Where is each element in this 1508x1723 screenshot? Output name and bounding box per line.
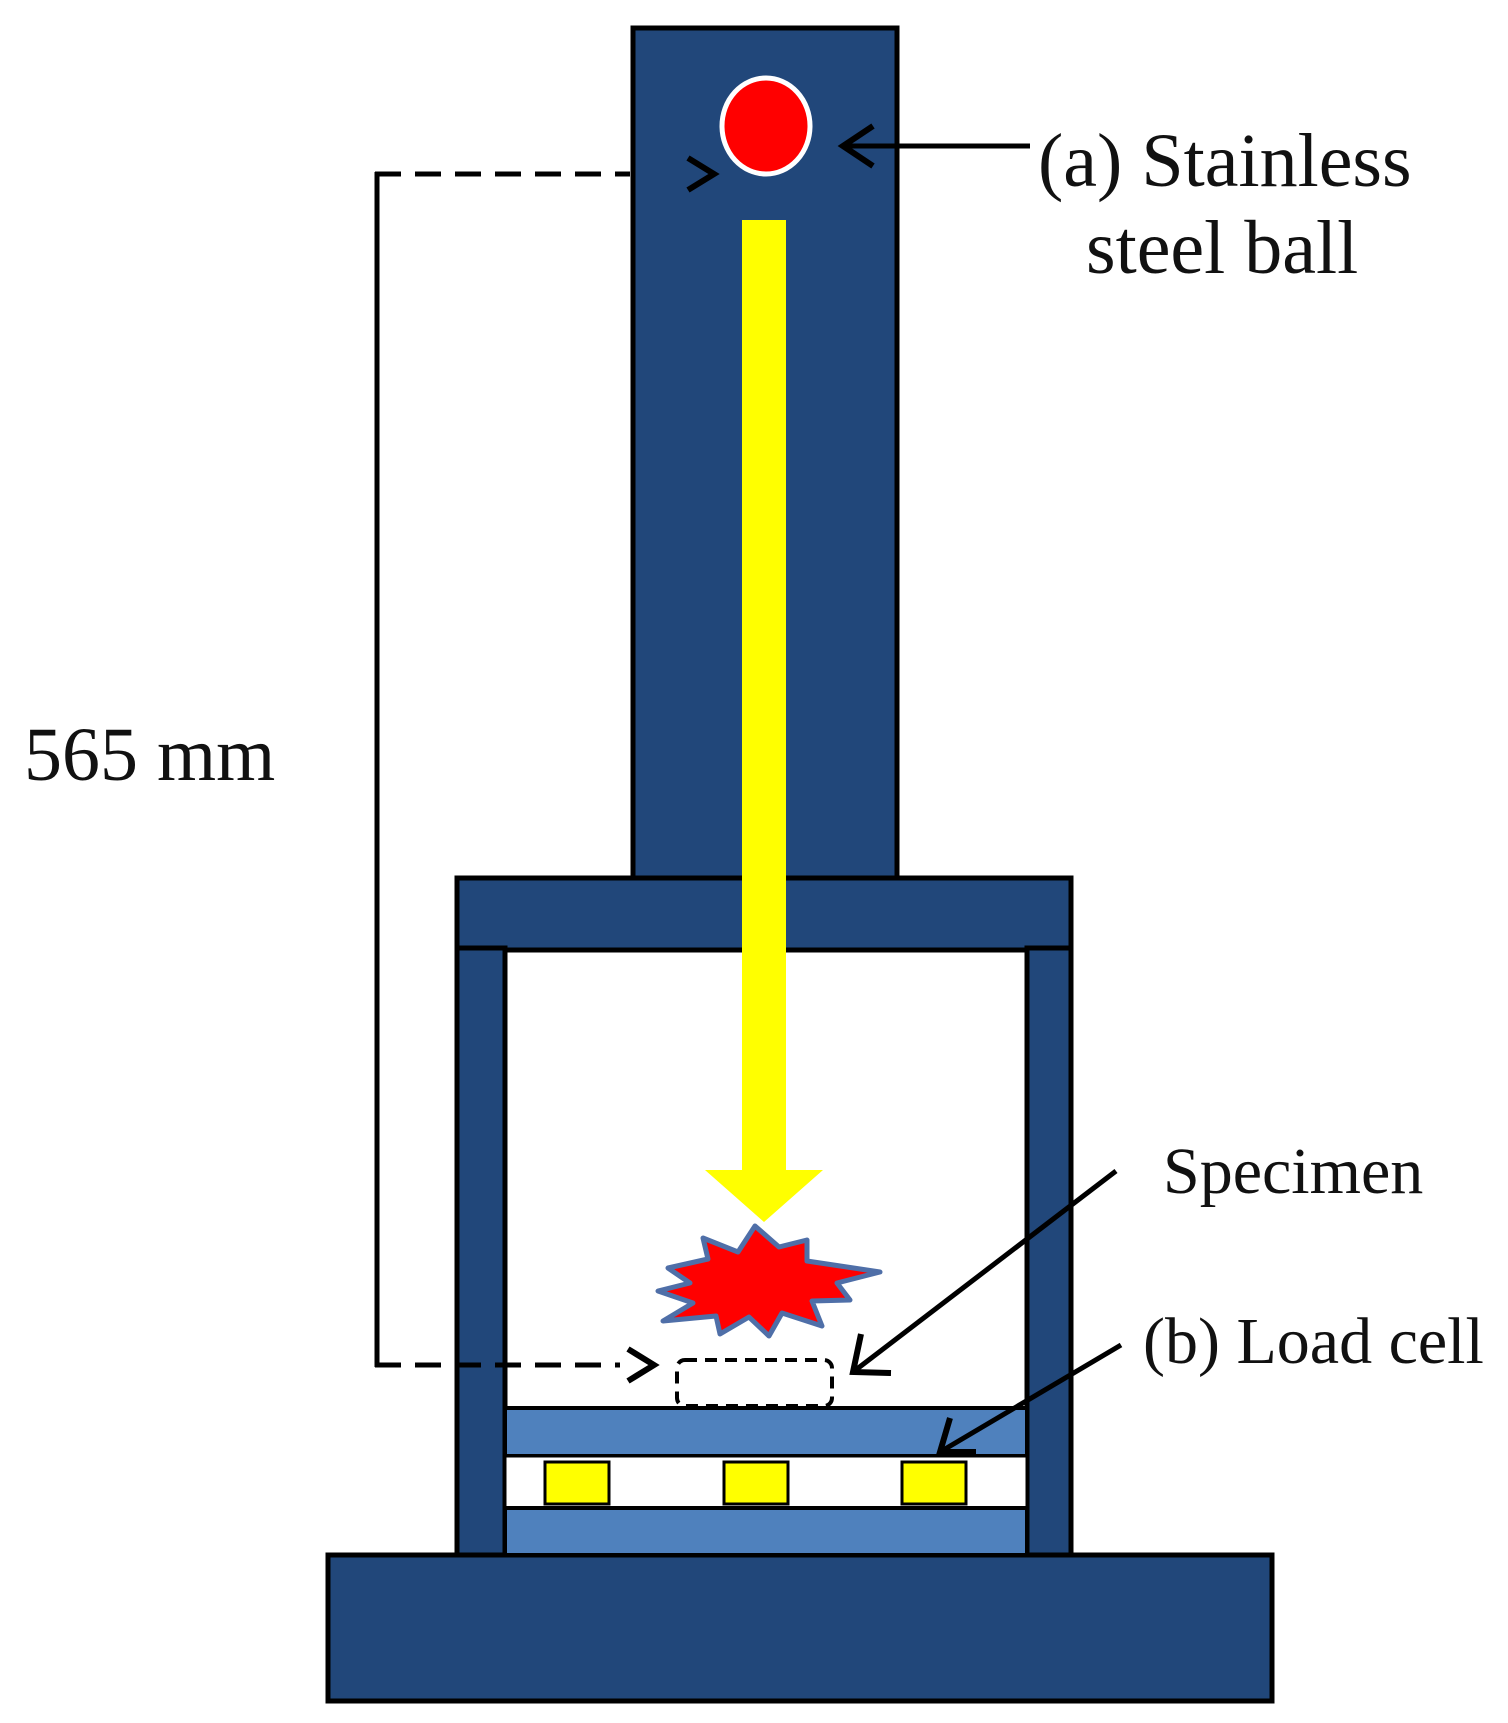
- frame-right-leg: [1024, 945, 1074, 1561]
- frame-left-leg: [454, 945, 508, 1561]
- load-cell-pointer-arrow: [938, 1342, 1123, 1455]
- load-sensor-center: [722, 1460, 790, 1506]
- specimen-pointer-arrow: [851, 1169, 1118, 1374]
- load-cell-lower-plate: [503, 1506, 1029, 1557]
- drop-height-bottom-arrowhead-icon: [626, 1346, 660, 1384]
- drop-height-label: 565 mm: [24, 713, 275, 797]
- drop-direction-arrow-icon: [705, 220, 823, 1222]
- specimen-pointer-arrowhead-icon: [849, 1333, 892, 1376]
- specimen-label: Specimen: [1163, 1135, 1423, 1208]
- drop-height-top-arrowhead-icon: [686, 155, 720, 193]
- specimen-outline: [675, 1358, 834, 1408]
- load-sensor-right: [900, 1460, 968, 1506]
- stainless-steel-ball-label-line1: (a) Stainless: [1038, 119, 1412, 203]
- stainless-steel-ball-icon: [719, 75, 813, 177]
- load-sensor-left: [543, 1460, 611, 1506]
- ball-pointer-arrowhead-icon: [837, 123, 875, 169]
- load-cell-pointer-arrowhead-icon: [935, 1417, 976, 1455]
- stainless-steel-ball-label-line2: steel ball: [1086, 206, 1358, 290]
- load-cell-label: (b) Load cell: [1143, 1305, 1484, 1378]
- impact-starburst-icon: [655, 1223, 883, 1339]
- base-plate: [325, 1552, 1275, 1704]
